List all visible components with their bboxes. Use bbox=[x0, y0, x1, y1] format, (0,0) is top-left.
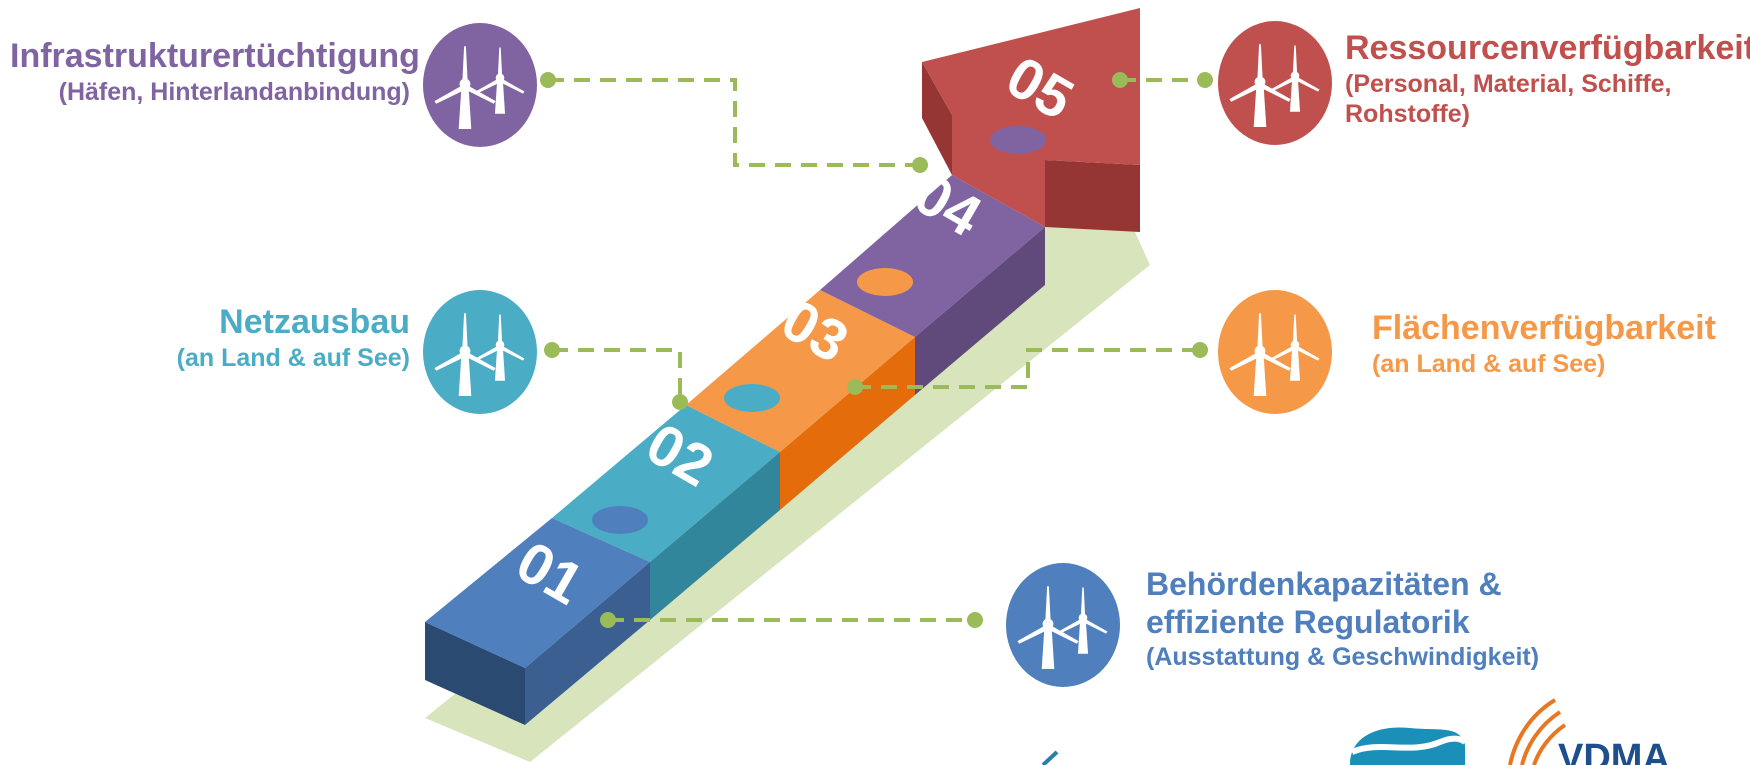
puzzle-block-03-front bbox=[780, 337, 915, 510]
checkmark-logo-fragment bbox=[1041, 750, 1059, 765]
puzzle-block-03-top bbox=[686, 290, 915, 452]
vdma-logo: VDMA bbox=[1508, 698, 1670, 765]
puzzle-knob-04 bbox=[857, 268, 913, 296]
label-step-01: Behördenkapazitäten & effiziente Regulat… bbox=[1146, 565, 1626, 672]
label-step-04-title: Infrastrukturertüchtigung bbox=[10, 37, 420, 75]
arrow-head-top bbox=[922, 8, 1140, 227]
label-step-02: Netzausbau (an Land & auf See) bbox=[120, 302, 410, 373]
label-step-01-subtitle: (Ausstattung & Geschwindigkeit) bbox=[1146, 642, 1540, 671]
puzzle-block-01-top bbox=[425, 518, 650, 668]
puzzle-knob-02 bbox=[592, 506, 648, 534]
label-step-05-subtitle: (Personal, Material, Schiffe, bbox=[1345, 69, 1672, 98]
label-step-05-subtitle-2: Rohstoffe) bbox=[1345, 99, 1470, 128]
label-step-01-title-2: effiziente Regulatorik bbox=[1146, 604, 1470, 641]
label-step-03-title: Flächenverfügbarkeit bbox=[1372, 309, 1716, 347]
label-step-03: Flächenverfügbarkeit (an Land & auf See) bbox=[1372, 308, 1732, 379]
arrow-head-front bbox=[1045, 160, 1140, 232]
puzzle-knob-03 bbox=[724, 384, 780, 412]
connector-04 bbox=[548, 78, 920, 167]
label-step-03-subtitle: (an Land & auf See) bbox=[1372, 349, 1606, 378]
turbine-icon-03 bbox=[1218, 290, 1332, 414]
label-step-04: Infrastrukturertüchtigung (Häfen, Hinter… bbox=[10, 36, 420, 107]
connector-03 bbox=[855, 348, 1200, 389]
turbine-icon-01 bbox=[1006, 563, 1120, 687]
puzzle-block-02-front bbox=[650, 452, 780, 620]
vdma-logo-text: VDMA bbox=[1558, 737, 1670, 765]
connector-02 bbox=[552, 348, 682, 402]
label-step-02-title: Netzausbau bbox=[219, 303, 410, 341]
puzzle-block-04-front bbox=[915, 227, 1045, 395]
label-step-02-subtitle: (an Land & auf See) bbox=[176, 343, 410, 372]
turbine-icon-02 bbox=[423, 290, 537, 414]
label-step-01-title: Behördenkapazitäten & bbox=[1146, 566, 1502, 602]
label-step-05: Ressourcenverfügbarkeit (Personal, Mater… bbox=[1345, 28, 1750, 129]
turbine-icon-05 bbox=[1218, 21, 1332, 145]
arrow-head-side bbox=[922, 62, 952, 175]
puzzle-block-01-side bbox=[425, 622, 525, 725]
wave-logo bbox=[1350, 727, 1467, 765]
puzzle-block-01-front bbox=[525, 562, 650, 725]
label-step-04-subtitle: (Häfen, Hinterlandanbindung) bbox=[58, 77, 410, 106]
puzzle-knob-05 bbox=[990, 126, 1046, 154]
turbine-icon-04 bbox=[423, 23, 537, 147]
label-step-05-title: Ressourcenverfügbarkeit bbox=[1345, 29, 1750, 67]
puzzle-block-04-top bbox=[820, 175, 1045, 337]
